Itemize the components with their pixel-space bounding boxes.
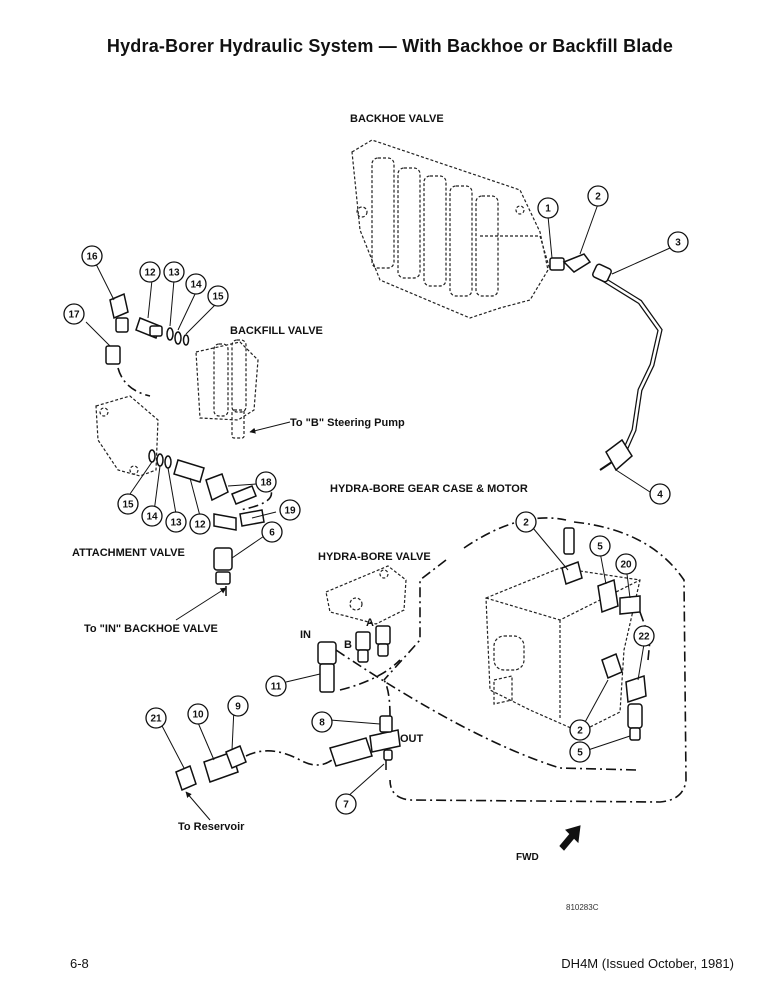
callout-label: 12: [144, 268, 156, 279]
callout-label: 18: [260, 478, 272, 489]
callout-label: 1: [545, 204, 551, 215]
callout-label: 16: [86, 252, 98, 263]
fwd-arrow-icon: [559, 825, 581, 851]
attachment-valve-drawing: [95, 395, 159, 477]
callout-label: 21: [150, 714, 162, 725]
callout-20: 20: [615, 553, 637, 575]
callout-14: 14: [141, 505, 163, 527]
callout-label: 12: [194, 520, 206, 531]
callout-5: 5: [589, 535, 611, 557]
label-port-in: IN: [300, 629, 311, 641]
callout-9: 9: [227, 695, 249, 717]
page-number: 6-8: [70, 956, 89, 971]
callout-label: 14: [190, 280, 202, 291]
callout-label: 7: [343, 800, 349, 811]
callout-label: 11: [271, 682, 282, 693]
label-port-b: B: [344, 639, 352, 651]
callout-label: 17: [68, 310, 80, 321]
callout-1: 1: [537, 197, 559, 219]
callout-21: 21: [145, 707, 167, 729]
callout-11: 11: [265, 675, 287, 697]
label-port-a: A: [366, 617, 374, 629]
callout-label: 5: [597, 542, 603, 553]
callout-label: 2: [523, 518, 529, 529]
callout-label: 5: [577, 748, 583, 759]
callout-5: 5: [569, 741, 591, 763]
callout-2: 2: [569, 719, 591, 741]
label-hydra-bore-valve: HYDRA-BORE VALVE: [318, 551, 431, 563]
callout-6: 6: [261, 521, 283, 543]
page-title: Hydra-Borer Hydraulic System — With Back…: [106, 36, 674, 56]
callout-13: 13: [163, 261, 185, 283]
callout-label: 13: [170, 518, 182, 529]
callout-label: 20: [620, 560, 632, 571]
callout-label: 15: [212, 292, 224, 303]
label-backhoe-valve: BACKHOE VALVE: [350, 113, 444, 125]
callout-label: 2: [595, 192, 601, 203]
callout-18: 18: [255, 471, 277, 493]
callout-2: 2: [515, 511, 537, 533]
callout-15: 15: [117, 493, 139, 515]
callout-label: 10: [192, 710, 204, 721]
callout-label: 22: [638, 632, 650, 643]
callout-label: 14: [146, 512, 158, 523]
out-tee: [369, 715, 401, 770]
callout-22: 22: [633, 625, 655, 647]
backhoe-valve-drawing: [351, 139, 551, 319]
callout-16: 16: [81, 245, 103, 267]
callout-4: 4: [649, 483, 671, 505]
callout-3: 3: [667, 231, 689, 253]
callout-label: 15: [122, 500, 134, 511]
hose-3: [596, 273, 663, 450]
drawing-number: 810283C: [566, 903, 599, 912]
backhoe-valve-fitting: [549, 253, 592, 273]
top-fittings: [105, 292, 190, 365]
callout-15: 15: [207, 285, 229, 307]
callout-10: 10: [187, 703, 209, 725]
callout-label: 8: [319, 718, 325, 729]
callout-label: 3: [675, 238, 681, 249]
callout-2: 2: [587, 185, 609, 207]
gear-case-motor-drawing: [485, 567, 641, 733]
label-backfill-valve: BACKFILL VALVE: [230, 325, 323, 337]
callout-14: 14: [185, 273, 207, 295]
callout-7: 7: [335, 793, 357, 815]
fitting-4: [605, 438, 633, 472]
callout-12: 12: [189, 513, 211, 535]
reservoir-fittings: [175, 737, 373, 792]
hydra-bore-valve-fittings: [317, 625, 391, 693]
label-in-backhoe-valve: To "IN" BACKHOE VALVE: [84, 623, 218, 635]
callout-label: 2: [577, 726, 583, 737]
callout-label: 4: [657, 490, 663, 501]
label-steering-pump: To "B" Steering Pump: [290, 417, 405, 429]
gear-case-fittings: [561, 527, 647, 741]
label-fwd: FWD: [516, 852, 539, 863]
callout-13: 13: [165, 511, 187, 533]
callout-label: 13: [168, 268, 180, 279]
document-reference: DH4M (Issued October, 1981): [561, 956, 734, 971]
label-attachment-valve: ATTACHMENT VALVE: [72, 547, 185, 559]
callout-12: 12: [139, 261, 161, 283]
callout-label: 6: [269, 528, 275, 539]
callout-8: 8: [311, 711, 333, 733]
hydra-bore-valve-drawing: [325, 565, 407, 625]
backfill-valve-drawing: [195, 339, 259, 439]
callout-label: 19: [284, 506, 296, 517]
callout-label: 9: [235, 702, 241, 713]
label-port-out: OUT: [400, 733, 424, 745]
label-reservoir: To Reservoir: [178, 821, 245, 833]
callout-19: 19: [279, 499, 301, 521]
label-gear-case-motor: HYDRA-BORE GEAR CASE & MOTOR: [330, 483, 528, 495]
callout-17: 17: [63, 303, 85, 325]
